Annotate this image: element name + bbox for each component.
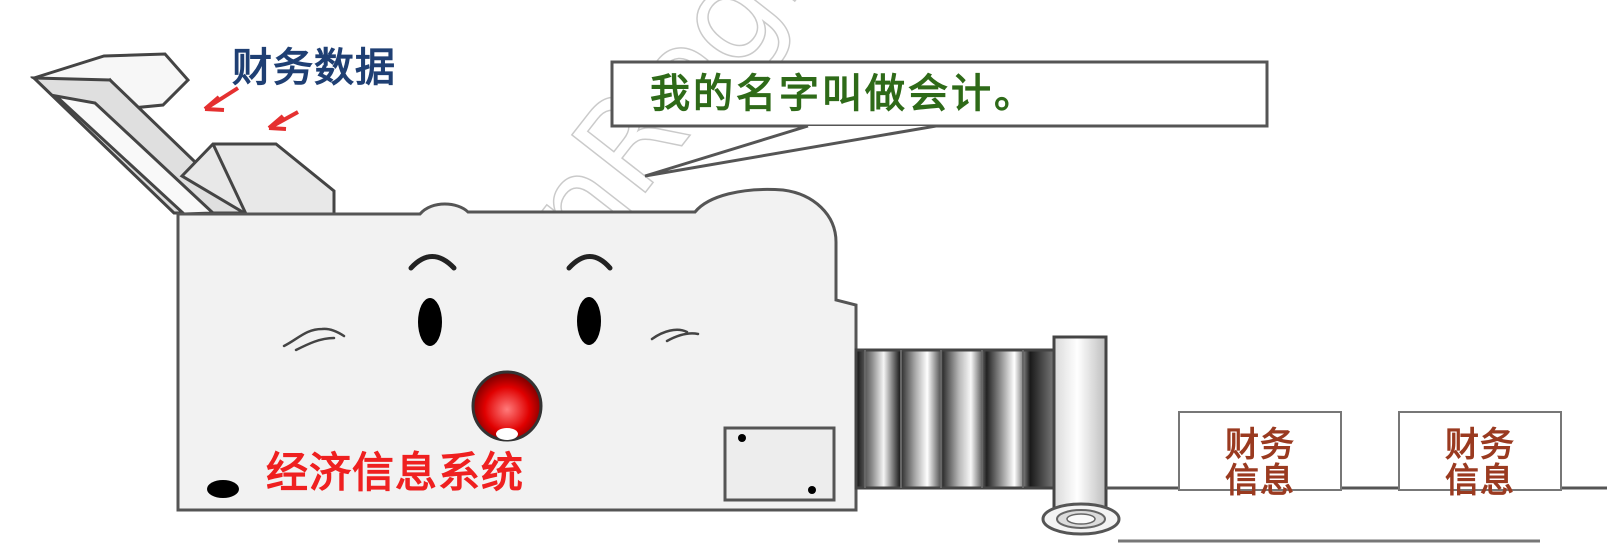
roller-icon bbox=[1041, 335, 1121, 536]
finance-info-card-2: 财务 信息 bbox=[1398, 411, 1562, 501]
speech-text: 我的名字叫做会计。 bbox=[650, 71, 1037, 117]
arrow-icon-left bbox=[203, 86, 240, 112]
bolt-hole-icon bbox=[207, 426, 836, 502]
system-label: 经济信息系统 bbox=[266, 448, 525, 497]
card-2-line2: 信息 bbox=[1445, 461, 1515, 501]
card-1-line2: 信息 bbox=[1225, 461, 1295, 501]
barrel-icon bbox=[854, 348, 1056, 490]
face-icon bbox=[282, 254, 700, 442]
card-1-line1: 财务 bbox=[1225, 425, 1295, 465]
card-2-line1: 财务 bbox=[1445, 425, 1515, 465]
speech-bubble-icon bbox=[610, 60, 1269, 178]
machine-body-icon bbox=[176, 187, 858, 512]
title-label: 财务数据 bbox=[232, 45, 396, 91]
arrow-icon-right bbox=[267, 110, 299, 131]
finance-info-card-1: 财务 信息 bbox=[1178, 411, 1342, 501]
paper-stack-icon bbox=[30, 52, 336, 218]
